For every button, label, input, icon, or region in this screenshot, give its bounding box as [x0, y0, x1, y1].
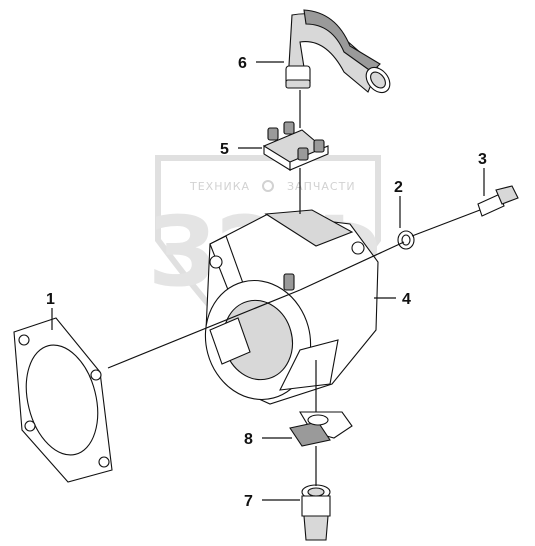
bolt — [477, 185, 519, 217]
callout-3: 3 — [478, 151, 487, 168]
callouts: 1 2 3 4 5 6 7 8 — [46, 55, 487, 510]
flange-clamp — [262, 121, 330, 171]
gasket-plate — [13, 317, 113, 483]
watermark-text-left: ТЕХНИКА — [189, 180, 250, 193]
clamp — [289, 411, 353, 447]
hose — [285, 9, 391, 94]
callout-7: 7 — [244, 493, 253, 510]
callout-1: 1 — [46, 291, 55, 308]
callout-8: 8 — [244, 431, 253, 448]
pump-body — [204, 209, 379, 405]
callout-5: 5 — [220, 141, 229, 158]
leader-lines — [51, 61, 485, 501]
axis-lines — [107, 90, 481, 486]
callout-6: 6 — [238, 55, 247, 72]
watermark-text-right: ЗАПЧАСТИ — [287, 180, 356, 193]
washer — [397, 230, 415, 250]
gear-icon — [262, 180, 274, 192]
fitting — [301, 484, 331, 541]
callout-2: 2 — [394, 179, 403, 196]
callout-4: 4 — [402, 291, 411, 308]
